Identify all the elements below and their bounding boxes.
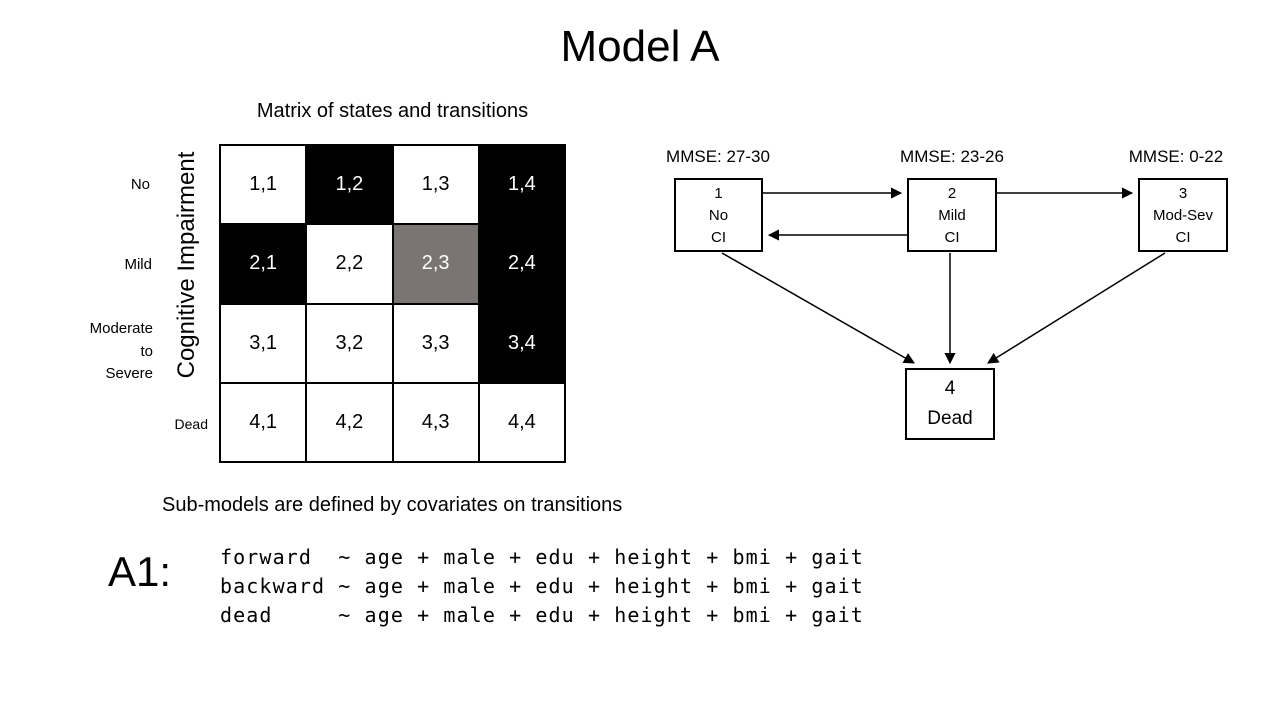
mmse-range-label-mild-ci: MMSE: 23-26 (900, 147, 1004, 166)
matrix-cell: 1,2 (307, 146, 392, 224)
matrix-cell: 2,3 (393, 225, 478, 303)
submodel-id-label: A1: (108, 548, 172, 595)
state-number: 3 (1178, 185, 1188, 202)
arrow-modsev-to-dead (987, 252, 1166, 364)
formula-dead: dead ~ age + male + edu + height + bmi +… (220, 603, 864, 627)
matrix-row-label-moderate-to-severe: Moderate to Severe (89, 320, 153, 382)
state-suffix: CI (1175, 229, 1191, 246)
matrix-cell: 2,1 (221, 225, 306, 303)
state-name: Dead (927, 408, 973, 429)
state-name: Mod-Sev (1152, 207, 1214, 224)
state-name: No (708, 207, 729, 224)
state-name: Mild (938, 207, 966, 224)
matrix-cell: 1,3 (393, 146, 478, 224)
transition-matrix: 1,1 1,2 1,3 1,4 2,1 2,2 2,3 2,4 3,1 3,2 … (219, 144, 566, 463)
matrix-cell: 3,1 (221, 304, 306, 382)
state-box-dead: 4 Dead (905, 368, 995, 440)
matrix-cell: 2,4 (479, 225, 564, 303)
cognitive-impairment-axis-label: Cognitive Impairment (173, 151, 200, 379)
state-box-no-ci: 1 No CI (674, 178, 763, 252)
state-suffix: CI (944, 229, 960, 246)
page-title: Model A (560, 22, 720, 71)
state-diagram-arrows (721, 187, 1166, 365)
matrix-row-label-no: No (130, 176, 150, 193)
state-box-mild-ci: 2 Mild CI (907, 178, 997, 252)
matrix-cell: 3,4 (479, 304, 564, 382)
matrix-cell: 4,1 (221, 383, 306, 461)
matrix-cell: 3,2 (307, 304, 392, 382)
formula-backward: backward ~ age + male + edu + height + b… (220, 574, 864, 598)
matrix-cell: 4,3 (393, 383, 478, 461)
formula-forward: forward ~ age + male + edu + height + bm… (220, 545, 864, 569)
state-suffix: CI (711, 229, 726, 246)
matrix-cell: 2,2 (307, 225, 392, 303)
mmse-range-label-no-ci: MMSE: 27-30 (666, 147, 770, 166)
matrix-heading: Matrix of states and transitions (256, 100, 529, 122)
state-number: 4 (944, 378, 956, 399)
mmse-range-label-modsev-ci: MMSE: 0-22 (1128, 147, 1224, 166)
matrix-row-label-mild: Mild (124, 256, 152, 273)
arrow-no-to-dead (721, 252, 915, 364)
state-number: 2 (947, 185, 957, 202)
matrix-cell: 4,2 (307, 383, 392, 461)
state-number: 1 (714, 185, 723, 202)
matrix-cell: 4,4 (479, 383, 564, 461)
matrix-cell: 1,1 (221, 146, 306, 224)
matrix-cell: 1,4 (479, 146, 564, 224)
matrix-cell: 3,3 (393, 304, 478, 382)
formula-block: forward ~ age + male + edu + height + bm… (220, 543, 864, 630)
state-box-modsev-ci: 3 Mod-Sev CI (1138, 178, 1228, 252)
submodels-heading: Sub-models are defined by covariates on … (162, 494, 623, 516)
matrix-row-label-dead: Dead (174, 416, 208, 432)
